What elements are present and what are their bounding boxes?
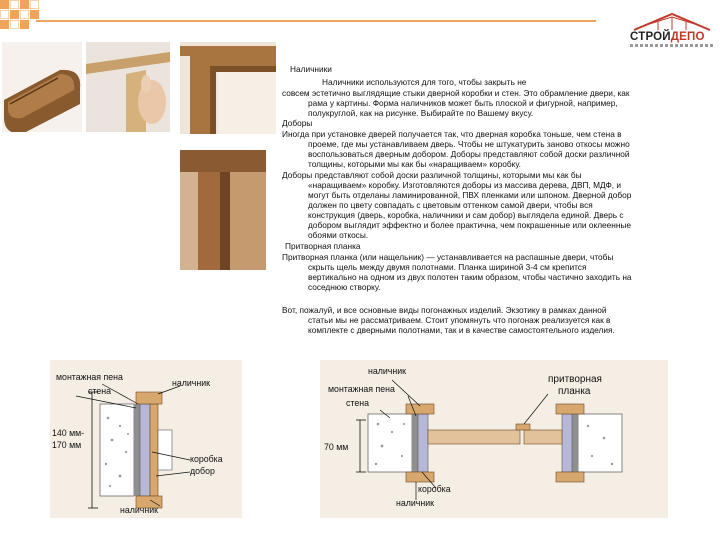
diagram-extension-section: монтажная пена стена наличник 140 мм- 17… [50, 360, 242, 518]
label-width-1: 140 мм- [52, 428, 85, 438]
label-montage-foam: монтажная пена [328, 384, 395, 394]
text-line: скрыть щель между двумя полотнами. Планк… [308, 262, 587, 272]
label-astragal-2: планка [558, 386, 591, 397]
text-line: могут быть отделаны ламинированной, ПВХ … [308, 190, 632, 200]
photo-door-frame-corner [180, 42, 276, 134]
text-line: «наращиваем» коробку. Изготовляются добо… [308, 180, 622, 190]
label-montage-foam: монтажная пена [56, 372, 123, 382]
corner-pattern [0, 0, 60, 34]
label-width-2: 170 мм [52, 440, 82, 450]
text-line: должен по цвету совпадать с цветовым отт… [308, 200, 593, 210]
text-line: Притворная планка (или нащельник) — уста… [282, 252, 614, 262]
heading-extensions: Доборы [282, 118, 313, 128]
heading-astragal: Притворная планка [285, 241, 361, 251]
text-line: рама у картины. Форма наличников может б… [308, 98, 618, 108]
text-line: толщины, которыми мы как бы «наращиваем»… [308, 159, 521, 169]
text-line: Наличники используются для того, чтобы з… [322, 77, 527, 87]
text-line: полукруглой, как на рисунке. Выбирайте п… [308, 108, 534, 118]
label-casing-top: наличник [368, 366, 407, 376]
text-line: проеме, где мы устанавливаем дверь. Чтоб… [308, 139, 630, 149]
logo-text-part2: ДЕПО [670, 31, 705, 43]
text-line: соседнюю створку. [308, 282, 381, 292]
text-line: добором выглядит эффектно и более практи… [308, 220, 632, 230]
diagram-astragal-section: наличник монтажная пена стена 70 мм прит… [320, 360, 668, 518]
text-line: статьи мы не рассматриваем. Стоит упомян… [308, 315, 611, 325]
text-line: совсем эстетично выглядящие стыки дверно… [282, 88, 630, 98]
label-door-frame: коробка [418, 484, 451, 494]
text-line: воспользоваться дверным добором. Доборы … [308, 149, 630, 159]
company-logo: СТРОЙДЕПО [628, 12, 716, 52]
label-door-frame: коробка [190, 454, 223, 464]
top-divider [36, 20, 596, 22]
text-line: Доборы представляют собой доски различно… [282, 170, 582, 180]
photo-moulding-profile [2, 42, 82, 132]
text-line: обоями откосы. [308, 230, 369, 240]
heading-casings: Наличники [290, 64, 332, 74]
label-astragal-1: притворная [548, 374, 602, 385]
text-line: вертикально на одном из двух полотен так… [308, 272, 632, 282]
text-line: Вот, пожалуй, и все основные виды погона… [282, 305, 607, 315]
label-wall: стена [346, 398, 369, 408]
text-line: Иногда при установке дверей получается т… [282, 129, 622, 139]
label-extension: добор [190, 466, 215, 476]
label-width: 70 мм [324, 442, 349, 452]
photo-hand-installing-casing [86, 42, 170, 132]
text-line: комплекте с дверными полотнами, так и в … [308, 325, 615, 335]
label-casing-bottom: наличник [120, 505, 159, 515]
photo-door-extension [180, 150, 266, 270]
label-casing: наличник [172, 378, 211, 388]
label-wall: стена [88, 386, 111, 396]
logo-text-part1: СТРОЙ [630, 31, 671, 43]
text-line: конструкция (дверь, коробка, наличники и… [308, 210, 624, 220]
label-casing-bottom: наличник [396, 498, 435, 508]
